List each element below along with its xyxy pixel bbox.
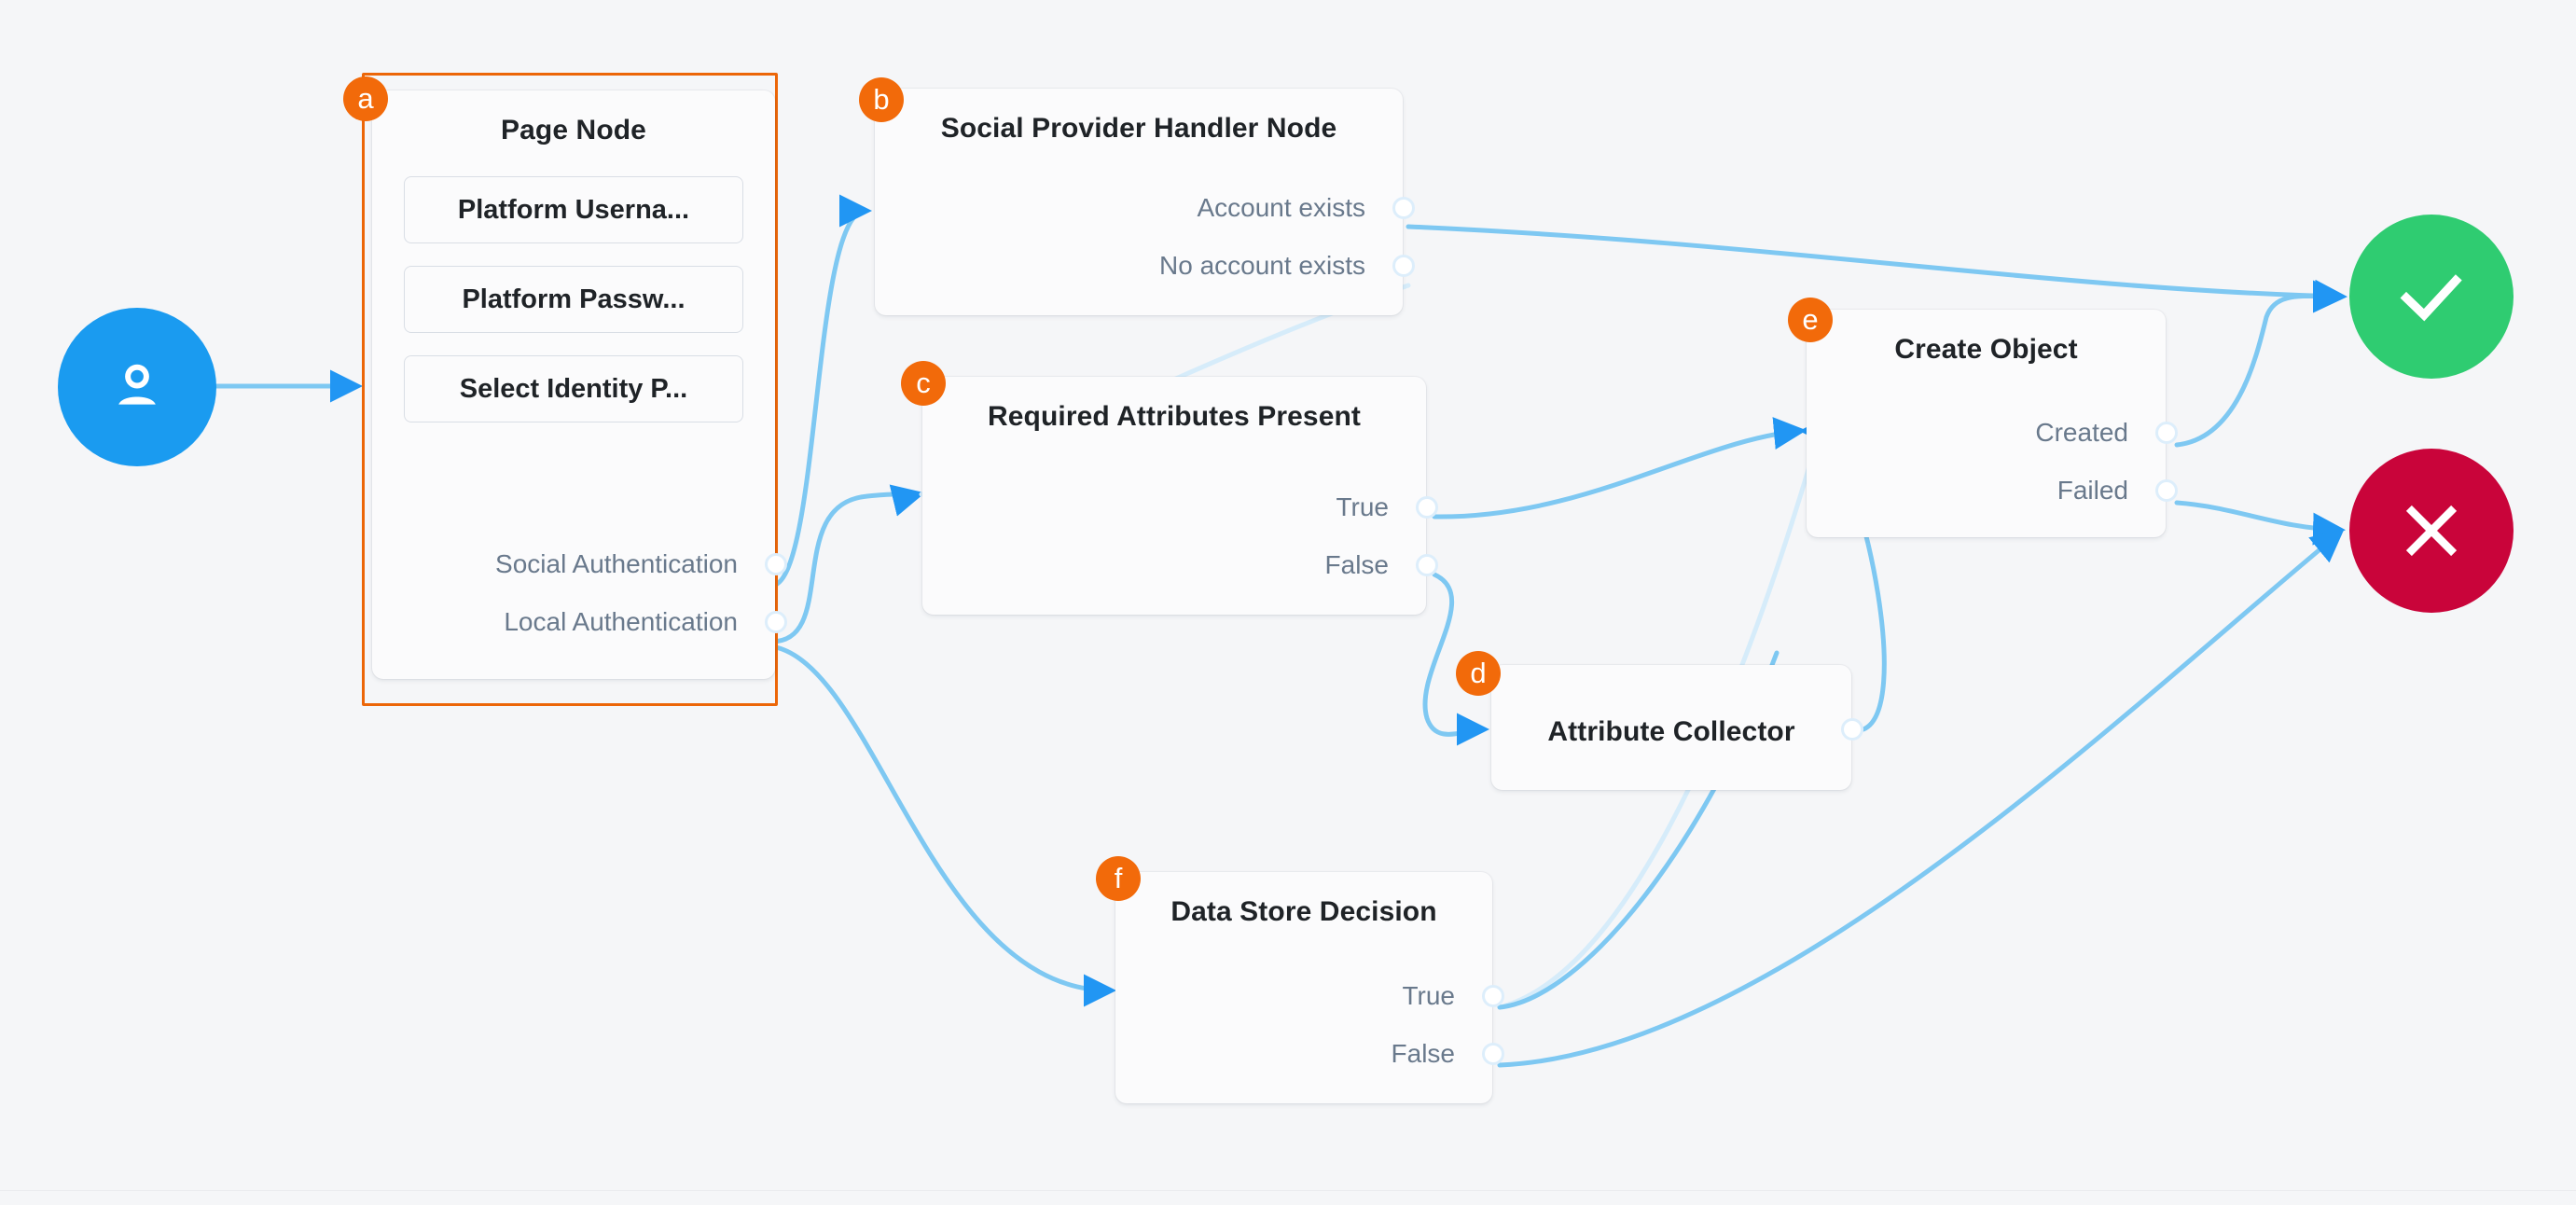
outcome-account-exists[interactable]: Account exists <box>875 179 1415 237</box>
data-store-decision-outcomes: True False <box>1115 967 1504 1083</box>
social-provider-handler-outcomes: Account exists No account exists <box>875 179 1415 295</box>
page-node-fields: Platform Userna... Platform Passw... Sel… <box>372 146 775 422</box>
start-node[interactable] <box>58 308 216 466</box>
outcome-label: True <box>1336 492 1389 521</box>
user-icon <box>118 364 156 405</box>
data-store-decision-node-title: Data Store Decision <box>1170 896 1437 927</box>
required-attributes-present-outcomes: True False <box>922 478 1438 594</box>
select-identity-provider-field[interactable]: Select Identity P... <box>404 355 743 422</box>
output-port-failed[interactable] <box>2155 479 2178 502</box>
edge-account-exists-to-success <box>1406 224 2347 312</box>
outcome-created[interactable]: Created <box>1807 404 2178 462</box>
output-port-true[interactable] <box>1416 496 1438 519</box>
edge-data-store-false-to-failure <box>1497 529 2345 1068</box>
outcome-label: Created <box>2035 418 2128 447</box>
page-node-title: Page Node <box>501 115 646 145</box>
outcome-label: No account exists <box>1159 251 1365 280</box>
edge-created-to-success <box>2174 280 2346 448</box>
outcome-failed[interactable]: Failed <box>1807 462 2178 519</box>
platform-username-field[interactable]: Platform Userna... <box>404 176 743 243</box>
page-node[interactable]: Page Node Platform Userna... Platform Pa… <box>372 90 787 679</box>
outcome-label: False <box>1391 1039 1455 1068</box>
required-attributes-present-node-title: Required Attributes Present <box>988 401 1361 432</box>
edge-local-auth-to-data-store <box>773 644 1116 1007</box>
outcome-label: False <box>1324 550 1389 579</box>
output-port-true[interactable] <box>1482 985 1504 1007</box>
outcome-true[interactable]: True <box>1115 967 1504 1025</box>
edge-required-attrs-true-to-create-object <box>1432 417 1807 519</box>
outcome-social-authentication[interactable]: Social Authentication <box>372 535 787 593</box>
badge-e: e <box>1788 298 1833 342</box>
output-port-attribute-collector[interactable] <box>1841 718 1863 741</box>
outcome-label: Failed <box>2057 476 2128 505</box>
platform-password-field[interactable]: Platform Passw... <box>404 266 743 333</box>
close-icon <box>2405 505 2458 557</box>
page-node-selection-frame <box>362 73 778 706</box>
badge-b: b <box>859 77 904 122</box>
canvas-footer-divider <box>0 1190 2576 1191</box>
badge-a: a <box>343 76 388 121</box>
page-node-outcomes: Social Authentication Local Authenticati… <box>372 535 787 651</box>
outcome-local-authentication[interactable]: Local Authentication <box>372 593 787 651</box>
output-port-account-exists[interactable] <box>1392 197 1415 219</box>
social-provider-handler-node[interactable]: Social Provider Handler Node Account exi… <box>875 89 1415 315</box>
social-provider-handler-node-title: Social Provider Handler Node <box>940 113 1337 144</box>
output-port-no-account-exists[interactable] <box>1392 255 1415 277</box>
success-node[interactable] <box>2349 215 2514 379</box>
output-port-false[interactable] <box>1416 554 1438 576</box>
edge-local-auth-to-required-attrs <box>769 484 925 644</box>
outcome-label: Account exists <box>1197 193 1365 222</box>
attribute-collector-node-title: Attribute Collector <box>1547 716 1795 747</box>
required-attributes-present-node[interactable]: Required Attributes Present True False <box>922 377 1438 615</box>
data-store-decision-node[interactable]: Data Store Decision True False <box>1115 872 1504 1103</box>
outcome-no-account-exists[interactable]: No account exists <box>875 237 1415 295</box>
outcome-label: Local Authentication <box>504 607 738 636</box>
badge-c: c <box>901 361 946 406</box>
attribute-collector-node[interactable]: Attribute Collector <box>1491 665 1863 790</box>
check-icon <box>2400 274 2462 322</box>
outcome-label: Social Authentication <box>495 549 738 578</box>
badge-f: f <box>1096 856 1141 901</box>
output-port-created[interactable] <box>2155 422 2178 444</box>
failure-node[interactable] <box>2349 449 2514 613</box>
output-port-false[interactable] <box>1482 1043 1504 1065</box>
outcome-label: True <box>1402 981 1455 1010</box>
edge-social-auth-to-handler <box>769 194 872 589</box>
create-object-node-title: Create Object <box>1894 334 2078 365</box>
outcome-true[interactable]: True <box>922 478 1438 536</box>
outcome-false[interactable]: False <box>922 536 1438 594</box>
outcome-false[interactable]: False <box>1115 1025 1504 1083</box>
output-port-local-authentication[interactable] <box>765 611 787 633</box>
edge-failed-to-failure <box>2174 500 2346 546</box>
create-object-node[interactable]: Create Object Created Failed <box>1807 310 2178 537</box>
badge-d: d <box>1456 651 1501 696</box>
output-port-social-authentication[interactable] <box>765 553 787 575</box>
create-object-outcomes: Created Failed <box>1807 404 2178 519</box>
